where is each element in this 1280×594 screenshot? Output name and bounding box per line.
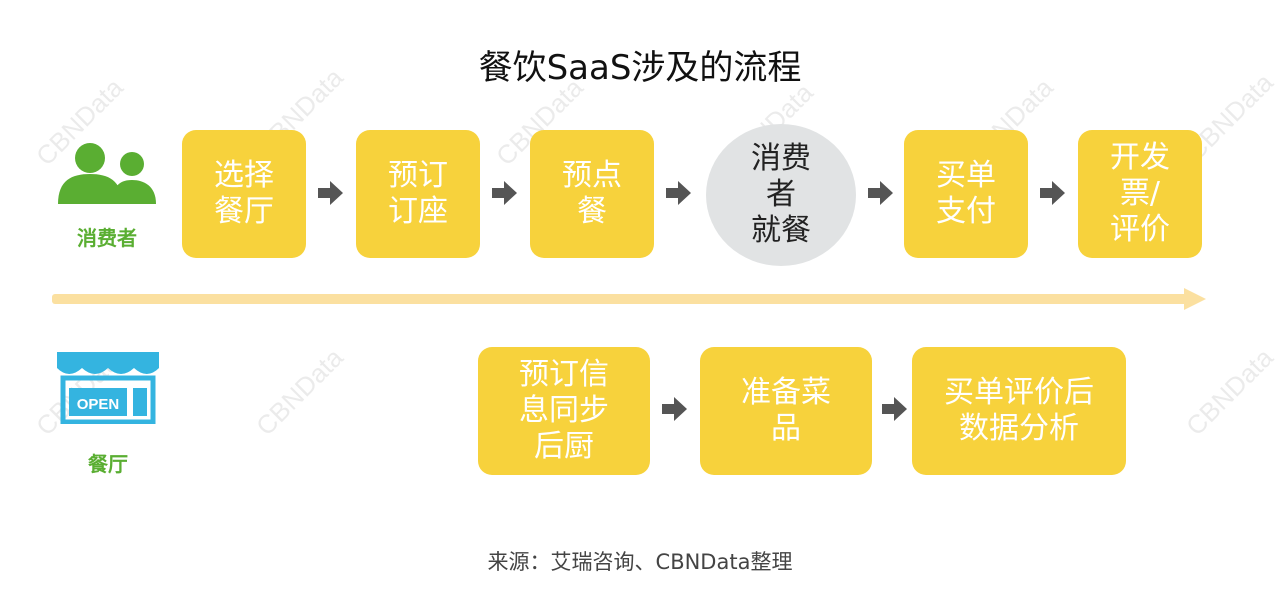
arrow-right-icon [882, 397, 907, 421]
step-reserve-seat: 预订订座 [356, 130, 480, 258]
restaurant-label: 餐厅 [88, 452, 128, 476]
step-pay-bill: 买单支付 [904, 130, 1028, 258]
source-note: 来源：艾瑞咨询、CBNData整理 [487, 550, 793, 574]
step-select-restaurant: 选择餐厅 [182, 130, 306, 258]
step-pre-order: 预点餐 [530, 130, 654, 258]
step-consumer-dining: 消费者就餐 [706, 124, 856, 266]
step-data-analysis: 买单评价后数据分析 [912, 347, 1126, 475]
step-prepare-dishes: 准备菜品 [700, 347, 872, 475]
arrow-right-icon [868, 181, 893, 205]
people-icon [52, 140, 162, 204]
arrow-right-icon [492, 181, 517, 205]
timeline-arrow [52, 288, 1206, 310]
open-store-icon: OPEN [55, 352, 161, 425]
arrow-right-icon [662, 397, 687, 421]
watermark: CBNData [1180, 342, 1279, 442]
arrow-right-icon [1040, 181, 1065, 205]
watermark: CBNData [250, 342, 349, 442]
arrow-right-icon [666, 181, 691, 205]
step-sync-kitchen: 预订信息同步后厨 [478, 347, 650, 475]
arrow-right-icon [318, 181, 343, 205]
consumer-label: 消费者 [77, 226, 137, 250]
diagram-title: 餐饮SaaS涉及的流程 [478, 48, 802, 88]
step-invoice-review: 开发票/评价 [1078, 130, 1202, 258]
open-sign-text: OPEN [77, 396, 120, 413]
